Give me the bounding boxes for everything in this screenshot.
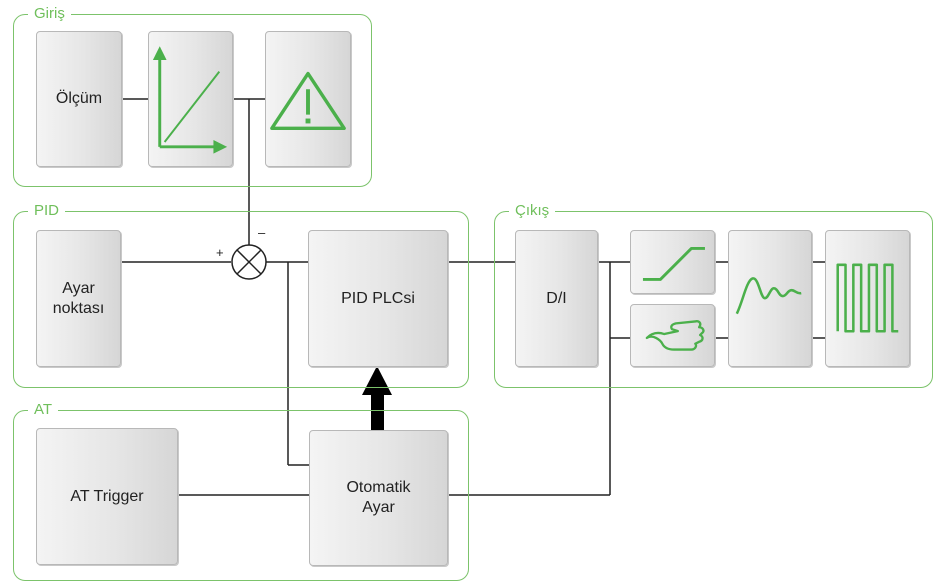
group-label-pid: PID (28, 201, 66, 221)
minus-sign: – (258, 225, 266, 240)
olcum-label: Ölçüm (55, 90, 103, 107)
manual-block (630, 304, 715, 367)
response-block (728, 230, 812, 367)
ayar-noktasi-block: Ayar noktası (36, 230, 121, 367)
group-label-at: AT (28, 400, 59, 420)
response-curve-icon (735, 277, 802, 315)
olcum-block: Ölçüm (36, 31, 122, 167)
otomatik-ayar-block: Otomatik Ayar (309, 430, 448, 566)
group-cikis: Çıkış (494, 201, 933, 388)
group-at: AT (13, 400, 469, 581)
group-label-cikis: Çıkış (509, 201, 556, 221)
ramp-icon (642, 246, 705, 281)
pid-plc-block: PID PLCsi (308, 230, 448, 367)
alarm-block (265, 31, 351, 167)
group-pid: PID (13, 201, 469, 388)
otomatik-ayar-label: Otomatik Ayar (346, 479, 411, 516)
di-label: D/I (546, 289, 567, 307)
group-giris: Giriş (13, 4, 372, 187)
summing-junction (231, 244, 267, 280)
ramp-block (630, 230, 715, 294)
plus-sign: + (216, 245, 224, 260)
pulse-block (825, 230, 910, 367)
manual-hand-icon (645, 320, 705, 351)
pid-plc-label: PID PLCsi (341, 289, 415, 307)
scaling-block (148, 31, 233, 167)
ayar-noktasi-label: Ayar noktası (52, 279, 105, 317)
di-block: D/I (515, 230, 598, 367)
scaling-axes-icon (152, 46, 228, 154)
pulse-wave-icon (836, 263, 899, 333)
at-trigger-label: AT Trigger (70, 487, 144, 505)
warning-triangle-icon (270, 71, 346, 131)
at-trigger-block: AT Trigger (36, 428, 178, 565)
group-label-giris: Giriş (28, 4, 71, 24)
